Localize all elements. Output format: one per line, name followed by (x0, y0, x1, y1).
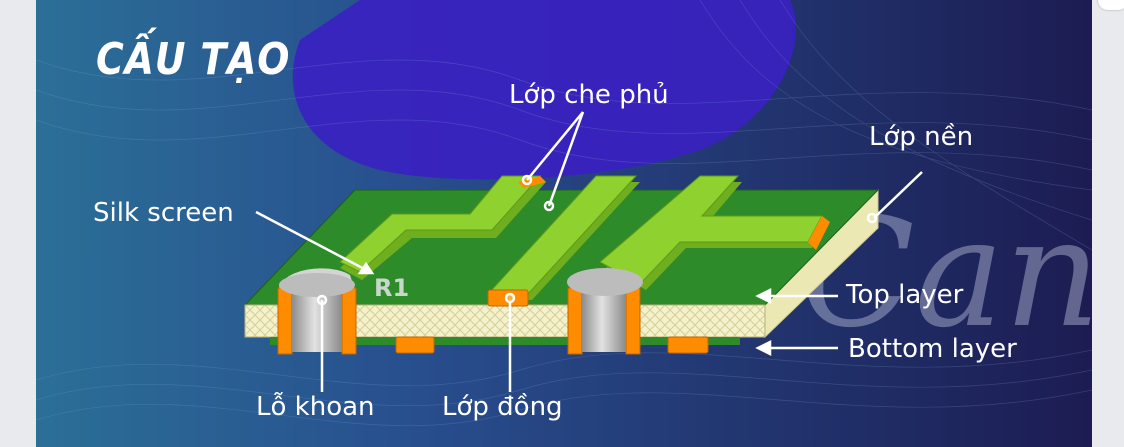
slide-title: CẤU TẠO (96, 34, 291, 85)
bottom-green-strip (270, 337, 740, 345)
background-wave-lines (36, 0, 1092, 426)
label-copper-layer: Lớp đồng (442, 392, 563, 422)
window-corner-button[interactable] (1098, 0, 1124, 10)
silkscreen-r1: R1 (374, 274, 409, 302)
via-right (567, 268, 643, 355)
slide: Can (36, 0, 1092, 447)
copper-traces-overlay (339, 175, 830, 300)
via-left (277, 268, 357, 355)
pcb-structure-diagram: Can (36, 0, 1092, 447)
label-top-layer: Top layer (846, 280, 964, 310)
label-bottom-layer: Bottom layer (848, 334, 1017, 364)
purple-blob (292, 0, 796, 180)
label-silk-screen: Silk screen (93, 198, 234, 228)
label-base-layer: Lớp nền (869, 122, 974, 152)
bottom-copper-pad-2 (667, 336, 709, 354)
label-overlay-layer: Lớp che phủ (509, 80, 669, 110)
bottom-copper-pad-1 (395, 336, 435, 354)
label-drill-hole: Lỗ khoan (256, 392, 375, 422)
pointer-lines (255, 111, 923, 392)
